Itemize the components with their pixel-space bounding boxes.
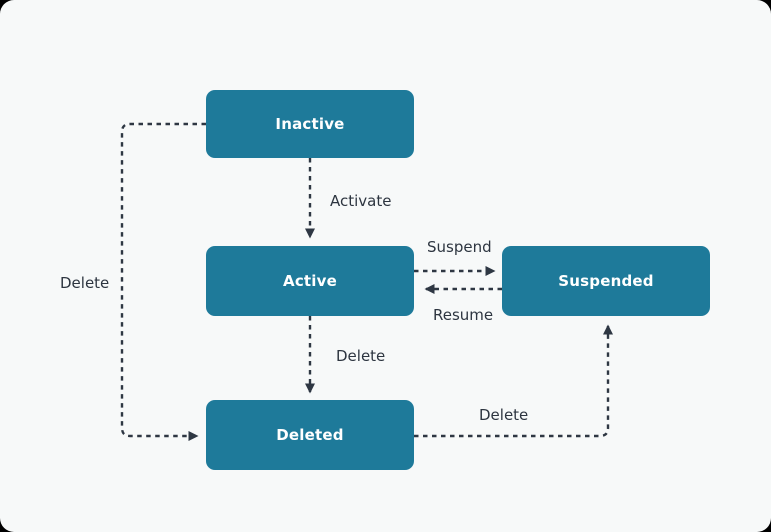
state-label-deleted: Deleted <box>276 426 344 444</box>
state-node-active: Active <box>206 246 414 316</box>
edge-label-activate: Activate <box>330 192 392 210</box>
state-node-deleted: Deleted <box>206 400 414 470</box>
state-node-inactive: Inactive <box>206 90 414 158</box>
state-node-suspended: Suspended <box>502 246 710 316</box>
edge-label-resume: Resume <box>433 306 494 324</box>
edge-label-suspend: Suspend <box>427 238 492 256</box>
edge-label-delete-deleted-suspended: Delete <box>479 406 529 424</box>
state-label-suspended: Suspended <box>558 272 654 290</box>
edge-label-delete-active-deleted: Delete <box>336 347 386 365</box>
state-label-active: Active <box>283 272 337 290</box>
edge-deleted-to-suspended <box>414 324 613 438</box>
edge-inactive-to-deleted <box>120 122 206 441</box>
edge-label-delete-inactive-deleted: Delete <box>60 274 110 292</box>
state-label-inactive: Inactive <box>275 115 345 133</box>
